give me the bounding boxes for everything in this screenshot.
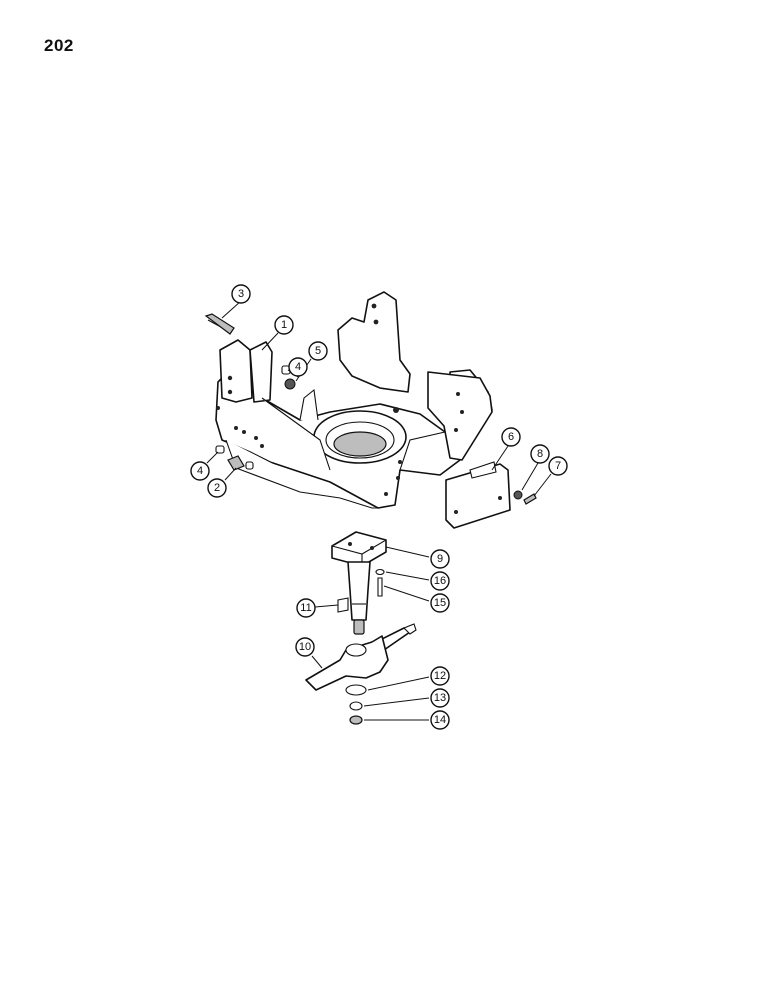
front-support-casting: [215, 291, 493, 509]
callout-3: 3: [231, 284, 251, 304]
callout-16: 16: [430, 571, 450, 591]
svg-text:15: 15: [434, 597, 446, 609]
callout-10: 10: [295, 637, 315, 657]
shim-11: [337, 597, 349, 613]
svg-text:4: 4: [295, 361, 301, 373]
callout-14: 14: [430, 710, 450, 730]
svg-text:5: 5: [315, 345, 321, 357]
callout-9: 9: [430, 549, 450, 569]
callout-12: 12: [430, 666, 450, 686]
callout-4-upper: 4: [288, 357, 308, 377]
callout-15: 15: [430, 593, 450, 613]
front-axle: [305, 623, 417, 691]
svg-text:11: 11: [300, 602, 311, 614]
callout-5: 5: [308, 341, 328, 361]
callout-4-lower: 4: [190, 461, 210, 481]
svg-text:9: 9: [437, 553, 443, 565]
lower-washers: [345, 684, 367, 725]
page-number: 202: [44, 36, 74, 55]
callout-1: 1: [274, 315, 294, 335]
side-plate: [445, 461, 511, 529]
pivot-shaft: [331, 531, 387, 635]
svg-text:10: 10: [299, 641, 311, 653]
callout-11: 11: [296, 598, 316, 618]
callout-6: 6: [501, 427, 521, 447]
callout-13: 13: [430, 688, 450, 708]
hardware: [204, 313, 537, 505]
svg-text:12: 12: [434, 670, 446, 682]
svg-text:14: 14: [434, 714, 446, 726]
svg-text:6: 6: [508, 431, 514, 443]
svg-text:3: 3: [238, 288, 244, 300]
callout-8: 8: [530, 444, 550, 464]
svg-text:13: 13: [434, 692, 446, 704]
svg-text:4: 4: [197, 465, 203, 477]
svg-text:7: 7: [555, 460, 561, 472]
svg-text:8: 8: [537, 448, 543, 460]
callout-2: 2: [207, 478, 227, 498]
leader-lines: [206, 300, 552, 721]
svg-text:2: 2: [214, 482, 220, 494]
svg-text:16: 16: [434, 575, 446, 587]
svg-text:1: 1: [281, 319, 287, 331]
bolt-and-washer: [375, 568, 385, 597]
callout-7: 7: [548, 456, 568, 476]
